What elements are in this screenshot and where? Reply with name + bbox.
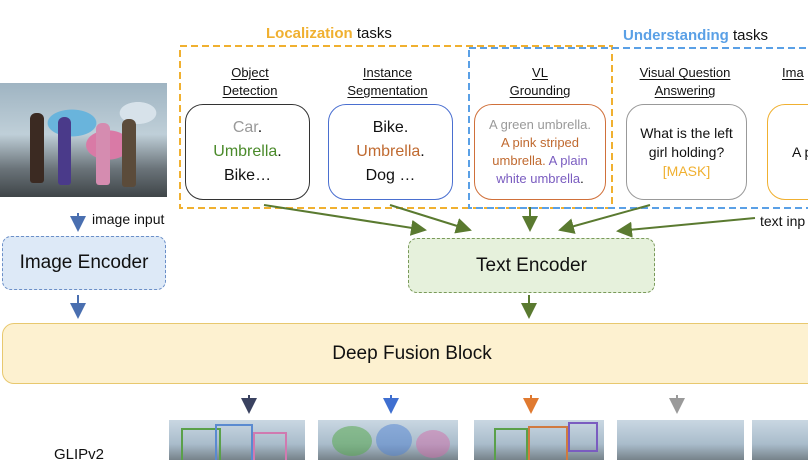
arrow-segmentation-to-text-encoder [389,204,472,234]
deep-fusion-block: Deep Fusion Block [2,323,808,384]
task-title-line1: Instance [362,65,413,80]
input-image [0,83,167,197]
image-encoder: Image Encoder [2,236,166,290]
text-input-label: text inp [760,213,806,229]
bbox [568,422,598,452]
localization-tasks-header: Localization tasks [266,25,392,42]
person-figure [30,113,44,183]
bbox [181,428,221,460]
word-umbrella: Umbrella [356,143,421,160]
phrase-green-umbrella: A green umbrella. [489,117,591,132]
caption-line1: A p [792,143,808,160]
task-title-line1: Object [231,65,269,80]
text-encoder: Text Encoder [408,238,655,293]
word-dog: Dog … [365,167,416,184]
vqa-question-line1: What is the left [640,124,733,141]
card-vqa: What is the left girl holding? [MASK] [626,104,747,200]
understanding-tasks-header: Understanding tasks [623,27,768,44]
card-captioning: A p [767,104,808,200]
punct: . [580,171,584,186]
task-image-captioning: Ima [782,64,808,82]
output-thumbnail-grounding [474,420,604,460]
punct: . [420,143,425,160]
output-thumbnail-vqa [617,420,744,460]
word-bike: Bike. [372,119,409,136]
localization-tasks-suffix: tasks [352,25,392,42]
bbox [494,428,528,460]
person-figure [96,123,110,185]
image-input-label: image input [92,211,165,227]
punct: . [257,119,263,136]
phrase-pink-striped: A pink striped [500,135,580,150]
bbox [528,426,568,460]
task-title-line2: Segmentation [347,83,428,98]
output-thumbnail-segmentation [318,420,458,460]
arrow-detection-to-text-encoder [263,204,427,236]
vqa-question-line2: girl holding? [648,143,725,160]
task-title-line1: Visual Question [639,65,731,80]
bbox [215,424,253,460]
output-thumbnail-captioning [752,420,808,460]
task-title-line1: VL [532,65,548,80]
vqa-mask-token: [MASK] [662,162,711,179]
arrow-caption-to-text-encoder [616,217,756,238]
task-title-line2: Grounding [509,83,571,98]
person-figure [122,119,136,187]
card-detection: Car. Umbrella. Bike… [185,104,310,200]
card-segmentation: Bike. Umbrella. Dog … [328,104,453,200]
localization-group-box [179,45,613,209]
phrase-a-plain: A plain [545,153,588,168]
task-title-line2: Answering [654,83,716,98]
bbox [253,432,287,460]
output-thumbnail-detection [169,420,305,460]
punct: . [277,143,282,160]
arrow-vqa-to-text-encoder [558,204,651,234]
mask [376,424,412,456]
understanding-tasks-suffix: tasks [728,27,769,44]
card-grounding: A green umbrella. A pink striped umbrell… [474,104,606,200]
task-title-line1: Ima [782,65,804,80]
phrase-white-umbrella: white umbrella [496,171,581,186]
task-visual-question-answering: Visual Question Answering [625,64,745,100]
word-bike: Bike… [223,167,272,184]
mask [332,426,372,456]
understanding-keyword: Understanding [623,27,729,44]
task-instance-segmentation: Instance Segmentation [335,64,440,100]
task-vl-grounding: VL Grounding [495,64,585,100]
mask [416,430,450,458]
task-object-detection: Object Detection [205,64,295,100]
word-car: Car [232,119,258,136]
phrase-umbrella: umbrella. [492,153,546,168]
task-title-line2: Detection [222,83,278,98]
person-figure [58,117,71,185]
word-umbrella: Umbrella [213,143,278,160]
localization-keyword: Localization [266,25,353,42]
